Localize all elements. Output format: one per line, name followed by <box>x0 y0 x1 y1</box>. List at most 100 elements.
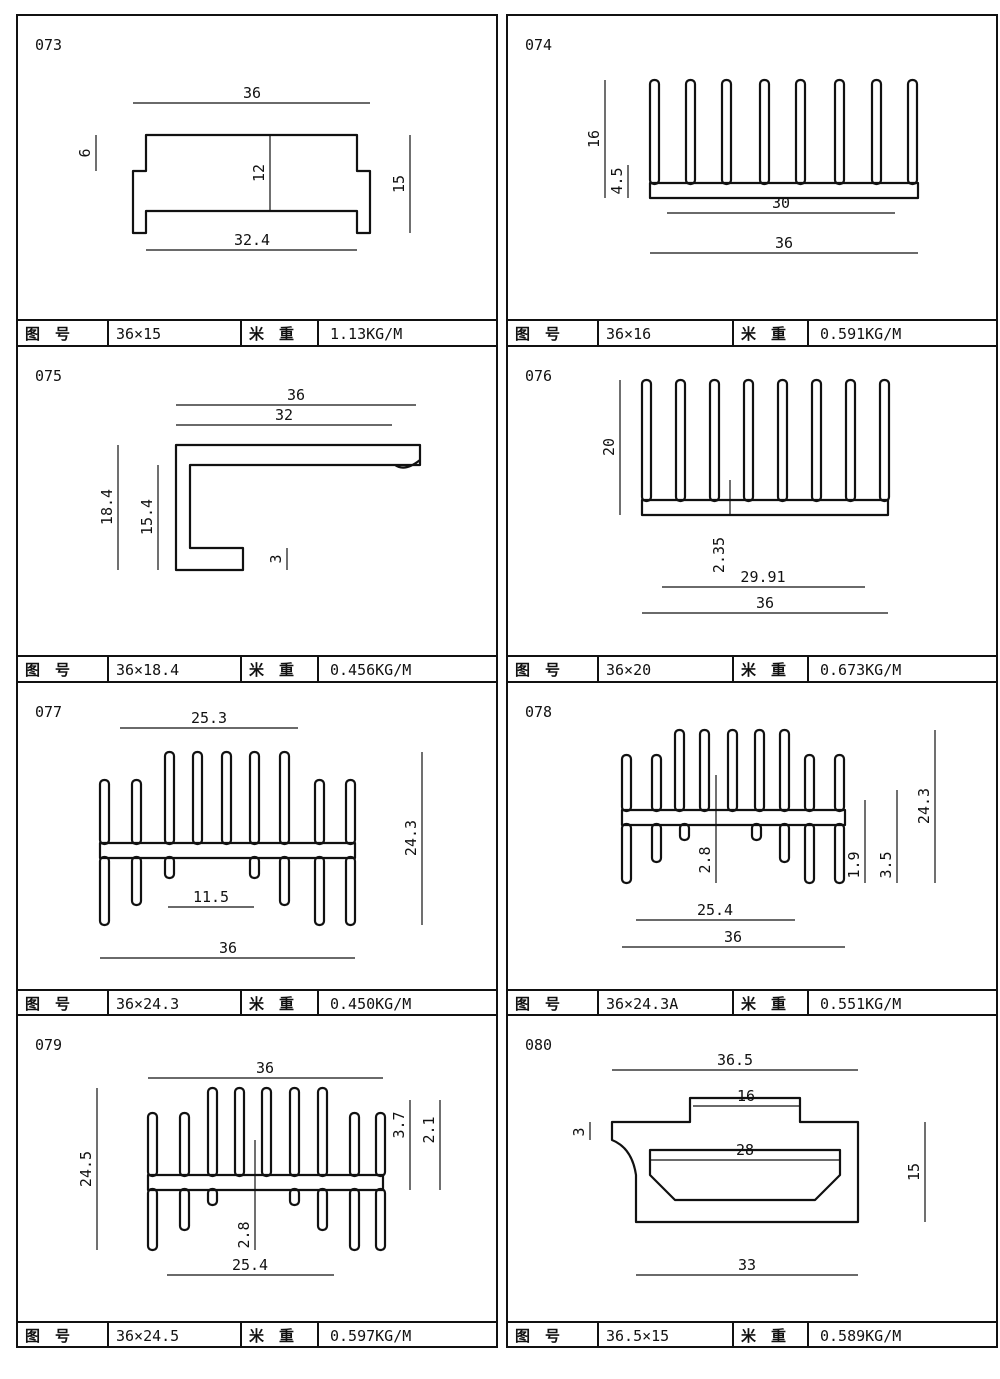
heatsink-lower-fin <box>374 1187 387 1252</box>
profile-weight: 0.551KG/M <box>820 995 901 1013</box>
heatsink-lower-fin <box>778 822 791 864</box>
heatsink-fin <box>348 1111 361 1178</box>
dimension-label: 36 <box>256 1059 274 1077</box>
dimension-label: 36 <box>219 939 237 957</box>
heatsink-fin <box>146 1111 159 1178</box>
heatsink-fin <box>674 378 687 503</box>
dimension-label: 36 <box>756 594 774 612</box>
weight-label: 米 重 <box>741 1327 786 1345</box>
profile-outline <box>610 1096 860 1224</box>
heatsink-fin <box>810 378 823 503</box>
heatsink-fin <box>206 1086 219 1178</box>
dimension-label: 11.5 <box>193 888 229 906</box>
dimension-label: 2.1 <box>420 1116 438 1143</box>
heatsink-lower-fin <box>98 855 111 927</box>
profile-inner-pocket <box>648 1148 842 1202</box>
heatsink-fin <box>278 750 291 846</box>
heatsink-lower-fin <box>348 1187 361 1252</box>
heatsink-lower-fin <box>750 822 763 842</box>
heatsink-fin <box>776 378 789 503</box>
profile-cell-077 <box>16 681 498 1016</box>
heatsink-fin <box>248 750 261 846</box>
drawing-number-label: 图 号 <box>515 995 560 1013</box>
drawing-number-label: 图 号 <box>25 661 70 679</box>
dimension-label: 36 <box>775 234 793 252</box>
profile-id: 075 <box>35 367 62 385</box>
heatsink-lower-fin <box>146 1187 159 1252</box>
dimension-label: 2.8 <box>696 846 714 873</box>
heatsink-lower-fin <box>833 822 846 885</box>
heatsink-fin <box>684 78 697 186</box>
dimension-label: 2.35 <box>710 537 728 573</box>
cell-border <box>16 345 498 683</box>
profile-size: 36.5×15 <box>606 1327 669 1345</box>
heatsink-fin <box>233 1086 246 1178</box>
heatsink-lower-fin <box>206 1187 219 1207</box>
heatsink-fin <box>794 78 807 186</box>
dimension-label: 29.91 <box>740 568 785 586</box>
heatsink-base <box>648 181 920 200</box>
heatsink-fin <box>708 378 721 503</box>
dimension-label: 32.4 <box>234 231 270 249</box>
dimension-label: 33 <box>738 1256 756 1274</box>
heatsink-fin <box>650 753 663 813</box>
heatsink-fin <box>640 378 653 503</box>
profile-size: 36×24.5 <box>116 1327 179 1345</box>
cell-border <box>506 1014 998 1348</box>
profile-size: 36×16 <box>606 325 651 343</box>
profile-id: 078 <box>525 703 552 721</box>
heatsink-fin <box>220 750 233 846</box>
dimension-label: 15 <box>905 1163 923 1181</box>
cell-border <box>16 681 498 1016</box>
heatsink-fin <box>758 78 771 186</box>
profile-id: 079 <box>35 1036 62 1054</box>
heatsink-lower-fin <box>163 855 176 880</box>
dimension-label: 4.5 <box>608 167 626 194</box>
dimension-label: 36.5 <box>717 1051 753 1069</box>
heatsink-lower-fin <box>650 822 663 864</box>
heatsink-fin <box>98 778 111 846</box>
dimension-label: 3 <box>570 1127 588 1136</box>
dimension-label: 25.4 <box>697 901 733 919</box>
profile-outline <box>174 443 422 572</box>
heatsink-base <box>640 498 890 517</box>
profile-id: 077 <box>35 703 62 721</box>
heatsink-lower-fin <box>178 1187 191 1232</box>
dimension-label: 25.3 <box>191 709 227 727</box>
heatsink-fin <box>844 378 857 503</box>
heatsink-fin <box>191 750 204 846</box>
weight-label: 米 重 <box>249 661 294 679</box>
heatsink-lower-fin <box>344 855 357 927</box>
dimension-label: 12 <box>250 164 268 182</box>
heatsink-fin <box>878 378 891 503</box>
profile-weight: 1.13KG/M <box>330 325 402 343</box>
heatsink-fin <box>260 1086 273 1178</box>
heatsink-base <box>620 808 847 827</box>
heatsink-fin <box>742 378 755 503</box>
profile-weight: 0.673KG/M <box>820 661 901 679</box>
heatsink-lower-fin <box>278 855 291 907</box>
cell-border <box>506 14 998 347</box>
cell-border <box>16 1014 498 1348</box>
weight-label: 米 重 <box>249 995 294 1013</box>
heatsink-fin <box>833 753 846 813</box>
heatsink-fin <box>178 1111 191 1178</box>
drawing-number-label: 图 号 <box>25 325 70 343</box>
cell-border <box>506 681 998 1016</box>
weight-label: 米 重 <box>741 661 786 679</box>
heatsink-fin <box>163 750 176 846</box>
drawing-077: 25.324.311.536 <box>98 709 423 959</box>
dimension-label: 1.9 <box>845 851 863 878</box>
profile-cell-080 <box>506 1014 998 1348</box>
profile-id: 074 <box>525 36 552 54</box>
dimension-label: 15.4 <box>138 499 156 535</box>
dimension-label: 32 <box>275 406 293 424</box>
profile-size: 36×18.4 <box>116 661 179 679</box>
dimension-label: 30 <box>772 194 790 212</box>
profile-weight: 0.589KG/M <box>820 1327 901 1345</box>
weight-label: 米 重 <box>741 995 786 1013</box>
dimension-label: 25.4 <box>232 1256 268 1274</box>
profile-id: 073 <box>35 36 62 54</box>
